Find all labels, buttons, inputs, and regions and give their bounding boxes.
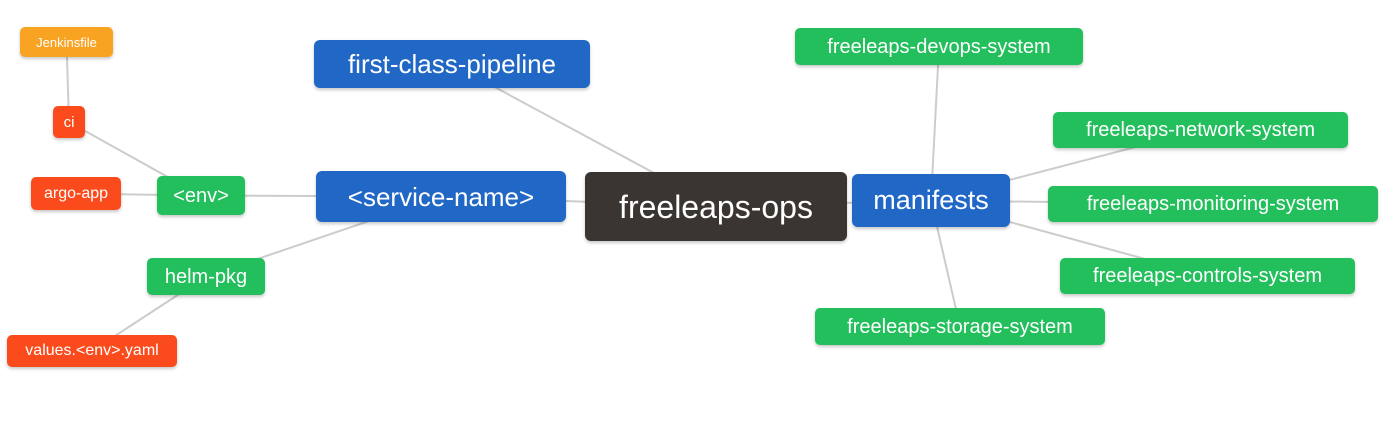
node-freeleaps-monitoring-system[interactable]: freeleaps-monitoring-system: [1048, 186, 1378, 222]
node-ci[interactable]: ci: [53, 106, 85, 138]
node-jenkinsfile[interactable]: Jenkinsfile: [20, 27, 113, 57]
node-manifests[interactable]: manifests: [852, 174, 1010, 227]
node-first-class-pipeline[interactable]: first-class-pipeline: [314, 40, 590, 88]
node-argo-app[interactable]: argo-app: [31, 177, 121, 210]
node-freeleaps-ops[interactable]: freeleaps-ops: [585, 172, 847, 241]
node-values-env-yaml[interactable]: values.<env>.yaml: [7, 335, 177, 367]
node-freeleaps-controls-system[interactable]: freeleaps-controls-system: [1060, 258, 1355, 294]
node-helm-pkg[interactable]: helm-pkg: [147, 258, 265, 295]
node-service-name[interactable]: <service-name>: [316, 171, 566, 222]
node-freeleaps-network-system[interactable]: freeleaps-network-system: [1053, 112, 1348, 148]
node-env[interactable]: <env>: [157, 176, 245, 215]
node-freeleaps-storage-system[interactable]: freeleaps-storage-system: [815, 308, 1105, 345]
node-freeleaps-devops-system[interactable]: freeleaps-devops-system: [795, 28, 1083, 65]
